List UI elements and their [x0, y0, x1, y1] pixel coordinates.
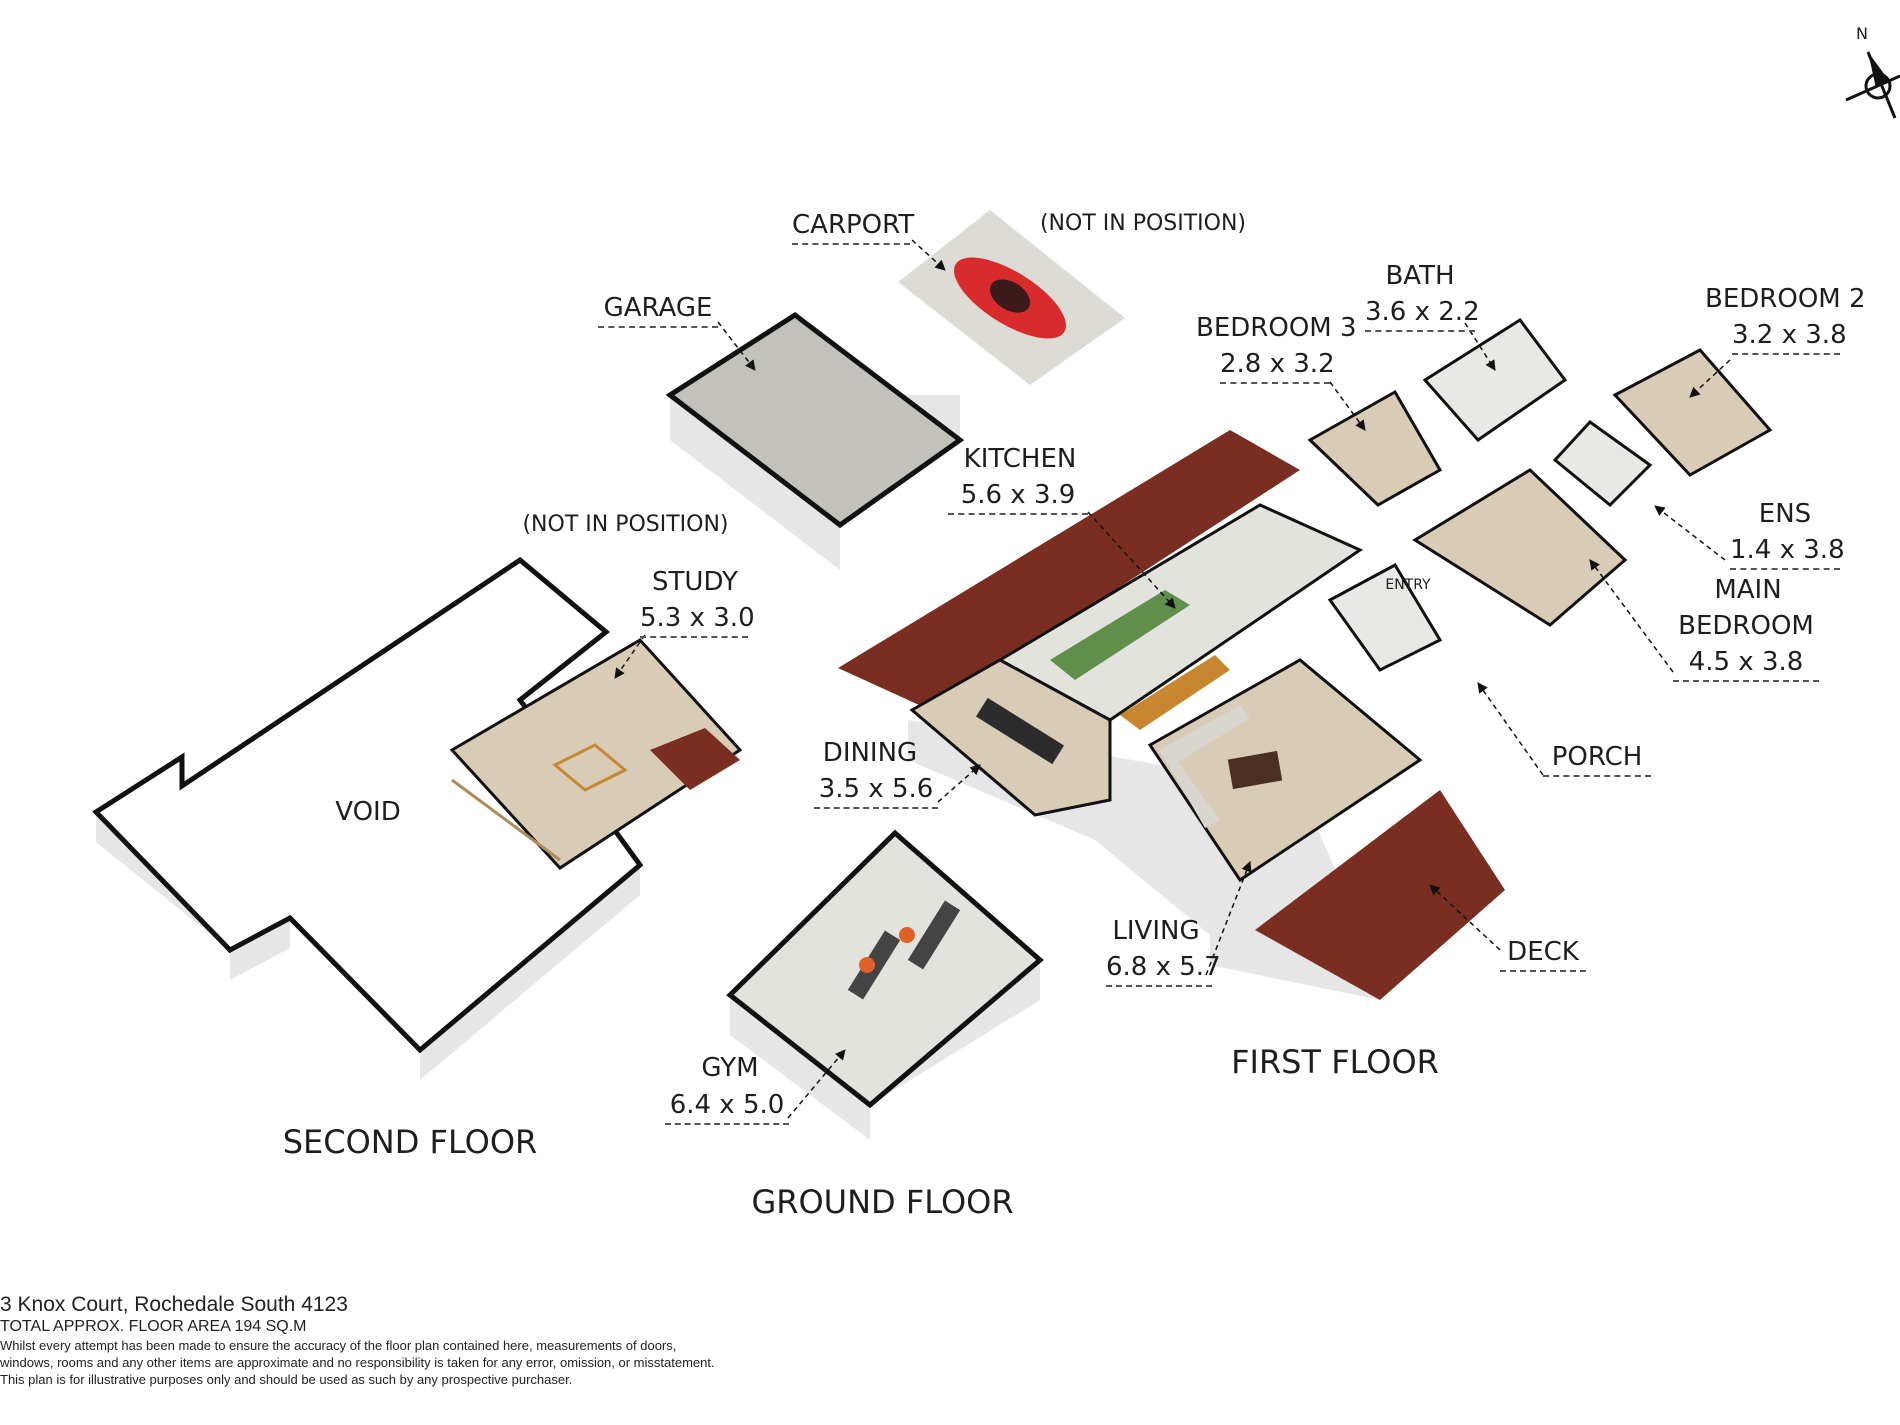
- compass-north-arrow-icon: [1845, 51, 1900, 119]
- gym-weight-icon: [907, 900, 961, 970]
- study-not-in-position-note: (NOT IN POSITION): [522, 512, 729, 537]
- deck-label: DECK: [1500, 934, 1586, 972]
- bedroom2-floor: [1612, 348, 1773, 477]
- property-address: 3 Knox Court, Rochedale South 4123: [0, 1293, 348, 1316]
- garage-floor: [665, 311, 965, 529]
- ens-floor: [1552, 420, 1653, 508]
- bedroom3-floor: [1307, 389, 1443, 507]
- disclaimer-line-3: This plan is for illustrative purposes o…: [0, 1372, 573, 1387]
- entry-floor: [1327, 563, 1443, 672]
- bedroom3-label: BEDROOM 3: [1196, 313, 1357, 343]
- gym-floor: [726, 829, 1044, 1109]
- carport-arrow: [911, 239, 946, 271]
- gym-label: GYM: [701, 1053, 759, 1083]
- second-floor-block: [92, 556, 743, 1080]
- coffee-table: [1227, 750, 1283, 790]
- garage-block: [665, 311, 965, 570]
- study-rug: [552, 743, 628, 792]
- main-bedroom-floor: [1412, 468, 1628, 627]
- garage-label: GARAGE: [598, 290, 718, 328]
- deck-arrow: [1429, 884, 1501, 951]
- living-arrow: [1205, 861, 1252, 976]
- leader-arrows: [614, 239, 1731, 1119]
- front-deck: [1255, 790, 1505, 1000]
- main-bedroom-arrow: [1589, 559, 1674, 673]
- car-cabin-icon: [989, 279, 1031, 313]
- main-bedroom-label-line2: BEDROOM: [1678, 611, 1814, 641]
- bedroom2-label: BEDROOM 2: [1705, 284, 1866, 314]
- living-floor: [1147, 658, 1423, 883]
- kitchen-label: KITCHEN: [963, 444, 1077, 474]
- dining-arrow: [937, 764, 981, 803]
- carport-block: [898, 210, 1125, 385]
- bath-floor: [1422, 317, 1568, 442]
- main-bedroom-label-line1: MAIN: [1714, 575, 1782, 605]
- kitchen-arrow: [1087, 511, 1176, 609]
- study-dimensions: 5.3 x 3.0: [640, 600, 755, 638]
- void-label: VOID: [335, 797, 401, 827]
- kitchen-island: [1120, 655, 1230, 730]
- bedroom3-arrow: [1329, 381, 1366, 431]
- first-floor-title: FIRST FLOOR: [1231, 1043, 1439, 1081]
- porch-label: PORCH: [1543, 739, 1651, 777]
- gym-seat-icon: [859, 957, 875, 973]
- dining-label: DINING: [822, 738, 918, 768]
- garage-arrow: [717, 321, 756, 371]
- ground-floor-block: [726, 829, 1044, 1140]
- living-dimensions: 6.8 x 5.7: [1106, 949, 1221, 987]
- first-floor-block: [838, 317, 1773, 1000]
- kitchen-bench: [1050, 590, 1190, 680]
- sofa-icon: [1160, 705, 1250, 828]
- study-balustrade: [451, 778, 561, 862]
- second-floor-title: SECOND FLOOR: [282, 1123, 538, 1161]
- plan-footer: 3 Knox Court, Rochedale South 4123 TOTAL…: [0, 1292, 900, 1388]
- ens-dimensions: 1.4 x 3.8: [1730, 532, 1845, 570]
- disclaimer-line-2: windows, rooms and any other items are a…: [0, 1355, 715, 1370]
- entry-label: ENTRY: [1385, 577, 1431, 593]
- ens-label: ENS: [1758, 499, 1812, 529]
- gym-dimensions: 6.4 x 5.0: [665, 1087, 789, 1125]
- void-floor-area: [92, 556, 644, 1054]
- porch-arrow: [1477, 682, 1544, 776]
- bedroom2-arrow: [1689, 359, 1731, 398]
- study-label: STUDY: [652, 567, 738, 597]
- ground-floor-title: GROUND FLOOR: [751, 1183, 1014, 1221]
- ens-arrow: [1654, 505, 1726, 561]
- bath-dimensions: 3.6 x 2.2: [1365, 294, 1480, 332]
- gym-seat2-icon: [899, 927, 915, 943]
- main-bedroom-dimensions: 4.5 x 3.8: [1673, 644, 1819, 682]
- carport-label: CARPORT: [792, 207, 914, 245]
- bedroom3-dimensions: 2.8 x 3.2: [1220, 346, 1335, 384]
- study-desk-deck: [650, 728, 740, 790]
- study-floor: [449, 638, 743, 870]
- rear-deck: [838, 430, 1300, 710]
- disclaimer-line-1: Whilst every attempt has been made to en…: [0, 1338, 677, 1353]
- carport-not-in-position-note: (NOT IN POSITION): [1039, 211, 1247, 236]
- total-floor-area: TOTAL APPROX. FLOOR AREA 194 SQ.M: [0, 1318, 307, 1335]
- living-label: LIVING: [1112, 916, 1200, 946]
- compass-north-label: N: [1856, 24, 1868, 43]
- bedroom2-dimensions: 3.2 x 3.8: [1732, 317, 1847, 355]
- kitchen-dimensions: 5.6 x 3.9: [948, 477, 1088, 515]
- dining-dimensions: 3.5 x 5.6: [814, 771, 938, 809]
- gym-arrow: [787, 1049, 846, 1119]
- bath-label: BATH: [1385, 261, 1455, 291]
- dining-table: [976, 697, 1064, 765]
